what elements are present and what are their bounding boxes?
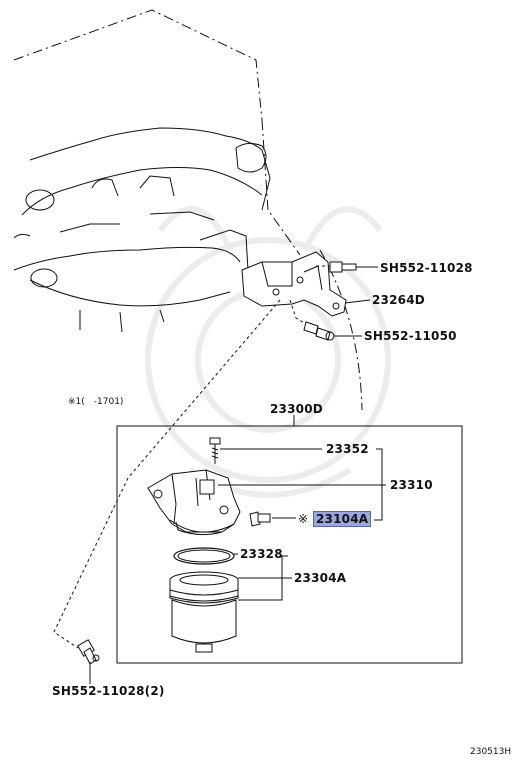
label-bolt-lower: SH552-11028(2) xyxy=(52,684,165,698)
label-element: 23304A xyxy=(294,571,347,585)
label-plug-prefix: ※ xyxy=(298,512,309,526)
filter-head-part xyxy=(147,469,241,536)
label-assembly: 23300D xyxy=(270,402,323,416)
lower-mount-line xyxy=(53,477,129,649)
plug-part xyxy=(249,511,271,527)
bolt-lower-part xyxy=(77,639,100,684)
bolt-mid-part xyxy=(289,299,335,341)
screw-part xyxy=(209,437,221,464)
label-screw: 23352 xyxy=(326,442,369,456)
bracket-part xyxy=(241,251,347,317)
bolt-upper-part xyxy=(316,261,357,273)
leader-bracket xyxy=(344,299,371,304)
assembly-box xyxy=(116,425,463,664)
routing-line xyxy=(319,249,363,411)
label-body: 23310 xyxy=(390,478,433,492)
label-plug: 23104A xyxy=(313,511,372,527)
label-bolt-mid: SH552-11050 xyxy=(364,329,457,343)
label-gasket: 23328 xyxy=(240,547,283,561)
element-part xyxy=(169,571,239,653)
label-note-range: ※1( -1701) xyxy=(68,397,124,407)
gasket-part xyxy=(173,547,235,565)
engine-outline xyxy=(13,9,301,333)
label-ref-code: 230513H xyxy=(470,747,512,757)
label-bracket: 23264D xyxy=(372,293,425,307)
leader-bracket-group xyxy=(374,448,383,521)
label-bolt-upper: SH552-11028 xyxy=(380,261,473,275)
leader-element xyxy=(238,555,292,601)
